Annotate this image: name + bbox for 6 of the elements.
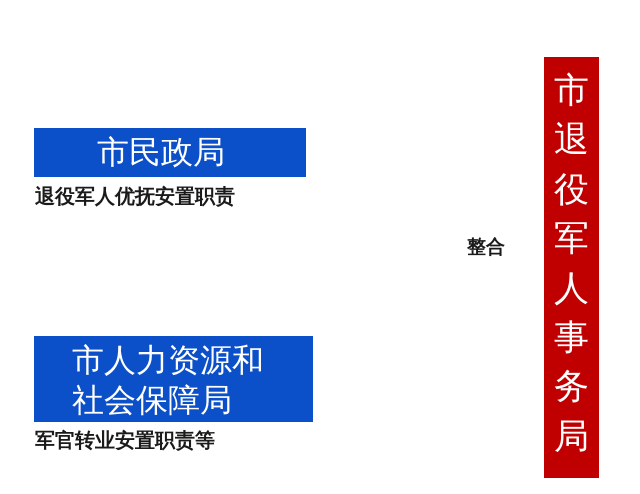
bureau-banner: 市退役军人事务局 xyxy=(544,57,599,478)
department-box: 市人力资源和社会保障局 xyxy=(34,336,313,422)
caption-text: 军官转业安置职责等 xyxy=(35,428,215,452)
department-box: 市民政局 xyxy=(34,128,306,177)
caption-text: 退役军人优抚安置职责 xyxy=(35,184,235,208)
note-text: 整合 xyxy=(467,236,505,258)
